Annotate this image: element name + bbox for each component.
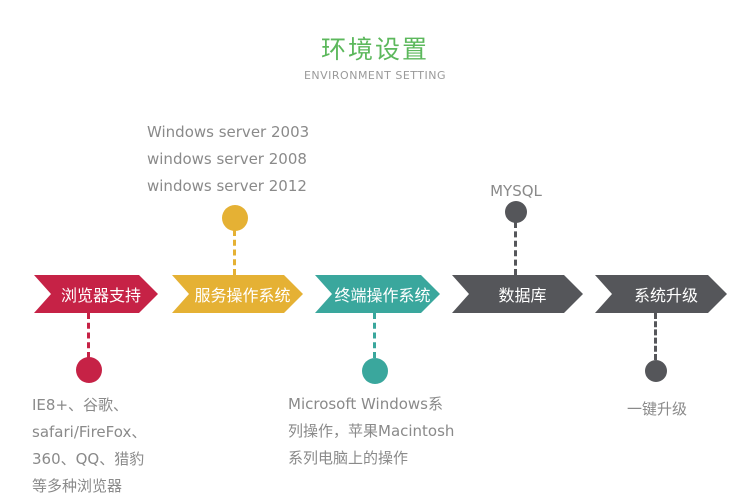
note-server-os: Windows server 2003 windows server 2008 … xyxy=(147,119,309,200)
stage-arrow-system-upgrade: 系统升级 xyxy=(595,275,727,313)
stage-arrow-database: 数据库 xyxy=(452,275,583,313)
note-line: IE8+、谷歌、 xyxy=(32,396,129,414)
note-line: 一键升级 xyxy=(626,400,687,418)
note-line: Windows server 2003 xyxy=(147,123,310,141)
note-line: Microsoft Windows系 xyxy=(288,395,443,413)
connector-dot-system-upgrade xyxy=(645,360,667,382)
note-database: MYSQL xyxy=(466,178,566,205)
connector-dot-server-os xyxy=(222,205,248,231)
page-subtitle: ENVIRONMENT SETTING xyxy=(303,69,447,82)
note-line: 360、QQ、猎豹 xyxy=(32,450,145,468)
stage-arrow-browser-support: 浏览器支持 xyxy=(34,275,158,313)
note-line: safari/FireFox、 xyxy=(32,423,147,441)
note-line: 等多种浏览器 xyxy=(32,477,123,495)
stage-arrow-server-os: 服务操作系统 xyxy=(172,275,303,313)
note-line: MYSQL xyxy=(490,182,542,200)
connector-dot-terminal-os xyxy=(362,358,388,384)
connector-dot-database xyxy=(505,201,527,223)
connector-dash-terminal-os xyxy=(373,313,376,358)
page-title: 环境设置 xyxy=(320,35,429,64)
note-line: windows server 2008 xyxy=(147,150,307,168)
connector-dash-database xyxy=(514,222,517,275)
note-system-upgrade: 一键升级 xyxy=(607,396,707,423)
note-line: 系列电脑上的操作 xyxy=(288,449,409,467)
stage-arrow-terminal-os: 终端操作系统 xyxy=(315,275,440,313)
note-browser-support: IE8+、谷歌、 safari/FireFox、 360、QQ、猎豹 等多种浏览… xyxy=(32,392,146,500)
connector-dot-browser-support xyxy=(76,357,102,383)
note-line: 列操作，苹果Macintosh xyxy=(288,422,455,440)
connector-dash-system-upgrade xyxy=(654,313,657,360)
note-terminal-os: Microsoft Windows系 列操作，苹果Macintosh 系列电脑上… xyxy=(288,391,454,472)
note-line: windows server 2012 xyxy=(147,177,307,195)
connector-dash-server-os xyxy=(233,230,236,275)
connector-dash-browser-support xyxy=(87,313,90,358)
